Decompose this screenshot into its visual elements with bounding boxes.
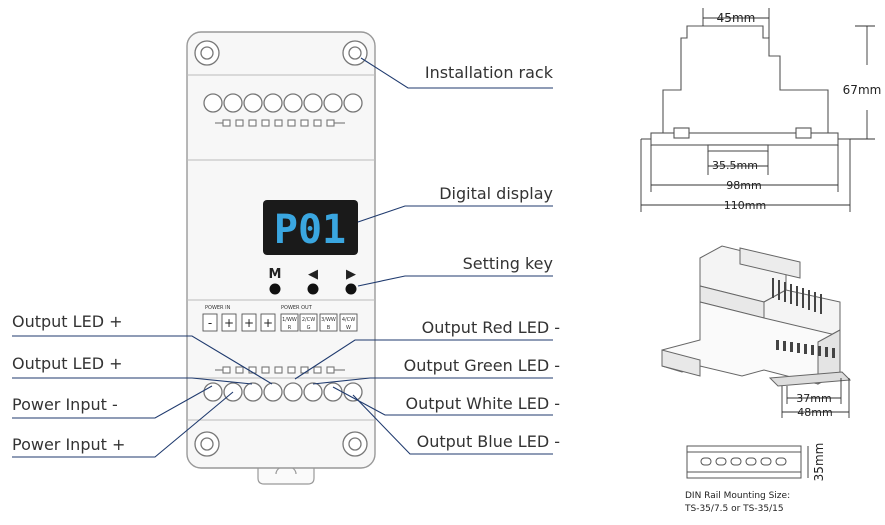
bottom-terminal-slots <box>215 366 345 374</box>
display-readout: P01 <box>274 207 346 253</box>
label-power-input-plus: Power Input + <box>12 435 125 454</box>
svg-text:G: G <box>307 325 311 331</box>
svg-text:-: - <box>208 316 212 330</box>
label-power-input-minus: Power Input - <box>12 395 118 414</box>
svg-text:+: + <box>244 316 254 330</box>
mount-hole-bottom-left <box>194 431 220 457</box>
top-terminal-slots <box>215 119 345 127</box>
svg-text:1/WW: 1/WW <box>282 317 297 323</box>
m-key-label: M <box>269 267 282 282</box>
mount-hole-top-left <box>194 40 220 66</box>
dim-48mm: 48mm <box>797 406 832 419</box>
svg-text:R: R <box>288 325 292 331</box>
m-key-button[interactable] <box>269 283 281 295</box>
svg-text:POWER IN: POWER IN <box>205 305 231 311</box>
svg-text:B: B <box>327 325 331 331</box>
svg-text:2/CW: 2/CW <box>302 317 315 323</box>
dim-37mm: 37mm <box>796 392 831 405</box>
side-view-dimension-lines <box>640 8 875 212</box>
svg-text:+: + <box>224 316 234 330</box>
dim-110mm: 110mm <box>724 199 766 212</box>
isometric-slots <box>772 278 835 358</box>
mount-hole-top-right <box>342 40 368 66</box>
dim-35-5mm: 35.5mm <box>712 159 758 172</box>
leader-lines <box>12 57 553 458</box>
din-rail-drawing <box>686 445 809 479</box>
dim-98mm: 98mm <box>726 179 761 192</box>
label-digital-display: Digital display <box>439 184 553 203</box>
digital-display <box>263 200 358 255</box>
label-output-blue: Output Blue LED - <box>417 432 560 451</box>
din-rail-caption-line1: DIN Rail Mounting Size: <box>685 491 790 501</box>
top-terminal-screws <box>203 93 363 113</box>
dim-45mm: 45mm <box>717 11 756 25</box>
label-installation-rack: Installation rack <box>425 63 554 82</box>
label-output-led-plus-1: Output LED + <box>12 312 123 331</box>
label-output-white: Output White LED - <box>406 394 560 413</box>
side-view-drawing <box>641 25 850 152</box>
mount-hole-bottom-right <box>342 431 368 457</box>
label-output-red: Output Red LED - <box>422 318 560 337</box>
dim-35mm: 35mm <box>812 443 826 482</box>
label-output-green: Output Green LED - <box>404 356 560 375</box>
right-key-label: ▶ <box>346 267 356 282</box>
device-front: P01 M ◀ ▶ POWER IN POWER OUT - + + + 1/W… <box>186 31 376 485</box>
isometric-view-drawing <box>661 245 852 387</box>
terminal-label-block: POWER IN POWER OUT - + + + 1/WW R 2/CW G… <box>202 305 358 332</box>
svg-text:3/WW: 3/WW <box>321 317 336 323</box>
label-setting-key: Setting key <box>463 254 553 273</box>
svg-text:POWER OUT: POWER OUT <box>281 305 313 311</box>
left-key-button[interactable] <box>307 283 319 295</box>
svg-text:+: + <box>263 316 273 330</box>
right-key-button[interactable] <box>345 283 357 295</box>
isometric-dimension-lines <box>781 378 850 418</box>
dim-67mm: 67mm <box>843 83 882 97</box>
din-rail-caption-line2: TS-35/7.5 or TS-35/15 <box>684 504 784 514</box>
svg-text:W: W <box>346 325 351 331</box>
label-output-led-plus-2: Output LED + <box>12 354 123 373</box>
left-key-label: ◀ <box>308 267 318 282</box>
svg-text:4/CW: 4/CW <box>342 317 355 323</box>
